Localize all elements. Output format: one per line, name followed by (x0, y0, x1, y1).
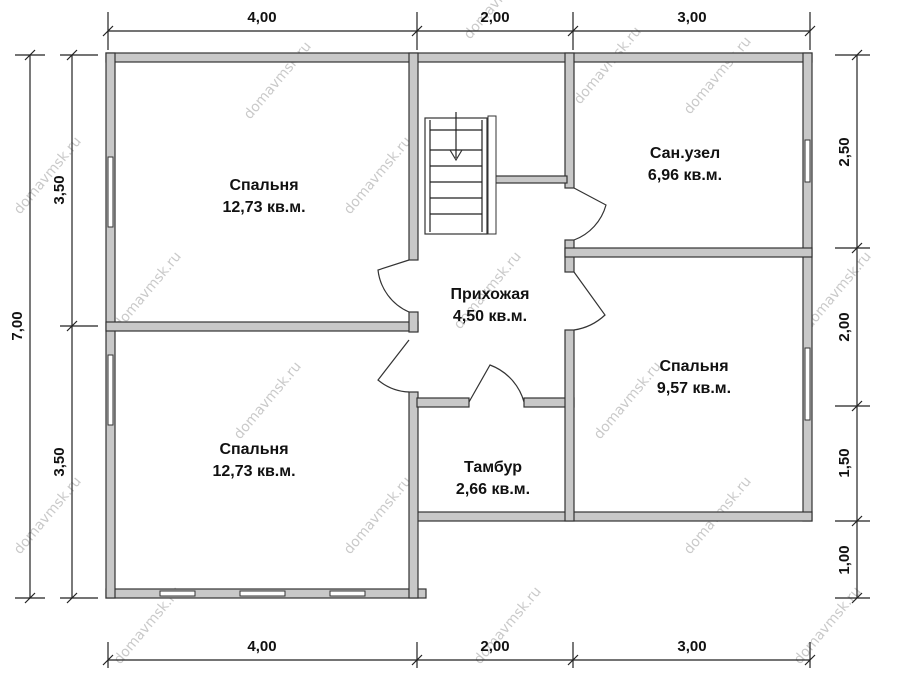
room-labels: Спальня 12,73 кв.м. Спальня 12,73 кв.м. … (212, 145, 731, 498)
room-area-bathroom: 6,96 кв.м. (648, 167, 722, 184)
dim-right-1: 2,50 (836, 137, 853, 166)
room-name-bathroom: Сан.узел (650, 145, 720, 162)
window-right-top (804, 139, 811, 183)
watermark-text: domavmsk.ru (231, 359, 305, 443)
watermark-layer: domavmsk.ru domavmsk.ru domavmsk.ru doma… (11, 0, 875, 668)
watermark-text: domavmsk.ru (681, 34, 755, 118)
door-vestibule (468, 364, 525, 403)
dim-top-2: 2,00 (480, 9, 509, 26)
room-name-hallway: Прихожая (451, 286, 530, 303)
dim-top-1: 4,00 (247, 9, 276, 26)
watermark-text: domavmsk.ru (791, 584, 865, 668)
door-bedroom-top (377, 259, 410, 313)
dim-left-inner-1: 3,50 (51, 175, 68, 204)
dim-top-3: 3,00 (677, 9, 706, 26)
dim-right-4: 1,00 (836, 545, 853, 574)
doors (377, 187, 607, 403)
room-name-vestibule: Тамбур (464, 459, 522, 476)
door-bedroom-bottom (377, 339, 410, 393)
dim-bottom-3: 3,00 (677, 638, 706, 655)
dim-right-3: 1,50 (836, 448, 853, 477)
watermark-text: domavmsk.ru (11, 134, 85, 218)
window-bottom-3 (329, 590, 366, 597)
room-area-bedroom-top-left: 12,73 кв.м. (222, 199, 305, 216)
room-area-bedroom-right: 9,57 кв.м. (657, 380, 731, 397)
window-bottom-1 (159, 590, 196, 597)
watermark-text: domavmsk.ru (111, 249, 185, 333)
dimension-lines (15, 12, 870, 668)
room-name-bedroom-bottom-left: Спальня (219, 441, 288, 458)
dim-left-outer: 7,00 (9, 311, 26, 340)
room-area-vestibule: 2,66 кв.м. (456, 481, 530, 498)
window-right-bottom (804, 347, 811, 421)
room-name-bedroom-right: Спальня (659, 358, 728, 375)
window-bottom-2 (239, 590, 286, 597)
windows (107, 139, 811, 597)
dim-bottom-1: 4,00 (247, 638, 276, 655)
door-bath (573, 187, 607, 241)
room-name-bedroom-top-left: Спальня (229, 177, 298, 194)
watermark-text: domavmsk.ru (341, 474, 415, 558)
staircase (424, 112, 497, 235)
window-left-top (107, 156, 114, 228)
dim-left-inner-2: 3,50 (51, 447, 68, 476)
dim-right-2: 2,00 (836, 312, 853, 341)
door-bedroom-right (573, 271, 606, 331)
window-left-bottom (107, 354, 114, 426)
watermark-text: domavmsk.ru (241, 39, 315, 123)
dim-bottom-2: 2,00 (480, 638, 509, 655)
watermark-text: domavmsk.ru (571, 24, 645, 108)
watermark-text: domavmsk.ru (341, 134, 415, 218)
watermark-text: domavmsk.ru (591, 359, 665, 443)
room-area-hallway: 4,50 кв.м. (453, 308, 527, 325)
dimension-labels: 4,00 2,00 3,00 4,00 2,00 3,00 7,00 3,50 … (9, 9, 853, 655)
watermark-text: domavmsk.ru (11, 474, 85, 558)
room-area-bedroom-bottom-left: 12,73 кв.м. (212, 463, 295, 480)
